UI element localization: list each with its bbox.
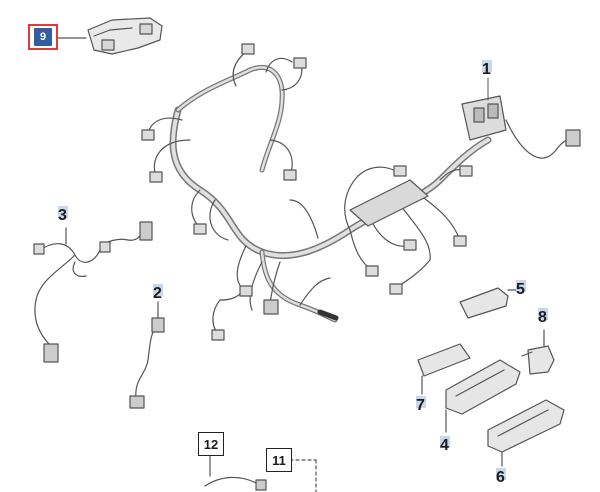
callout-6[interactable]: 6 — [496, 468, 506, 486]
callout-2[interactable]: 2 — [153, 284, 163, 302]
callout-3[interactable]: 3 — [58, 206, 68, 224]
part-5-bracket[interactable] — [459, 287, 519, 319]
callout-8[interactable]: 8 — [538, 308, 548, 326]
part-1-main-harness[interactable] — [141, 43, 581, 341]
callout-4[interactable]: 4 — [440, 436, 450, 454]
callout-12[interactable]: 12 — [198, 432, 224, 456]
part-4-cover[interactable] — [445, 359, 521, 433]
callout-11[interactable]: 11 — [266, 448, 292, 472]
part-3-sub-harness[interactable] — [33, 221, 153, 363]
part-7-bracket[interactable] — [417, 343, 471, 395]
callout-1[interactable]: 1 — [482, 60, 492, 78]
part-11-reference[interactable] — [289, 459, 317, 492]
callout-7[interactable]: 7 — [416, 396, 426, 414]
part-8-clip[interactable] — [521, 329, 555, 375]
callout-9[interactable]: 9 — [34, 28, 52, 46]
part-12-cable[interactable] — [204, 455, 267, 491]
part-9-bracket[interactable] — [57, 17, 163, 55]
part-6-cover[interactable] — [487, 399, 565, 467]
part-2-cable[interactable] — [129, 301, 165, 409]
callout-5[interactable]: 5 — [516, 280, 526, 298]
part-9-selected-marker[interactable]: 9 — [28, 24, 58, 50]
